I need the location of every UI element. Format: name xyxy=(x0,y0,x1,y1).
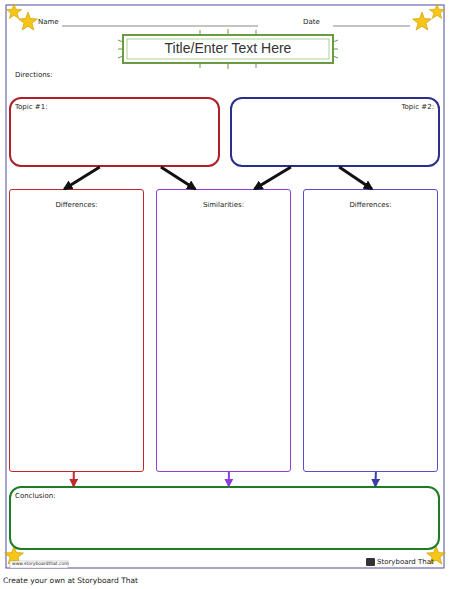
box-heading: Topic #1: xyxy=(15,103,48,111)
box-heading: Differences: xyxy=(304,201,437,209)
corner-stars xyxy=(5,4,446,564)
connector-arrow xyxy=(374,472,377,486)
topic-box: Topic #2: xyxy=(230,97,440,167)
connector-arrow xyxy=(228,472,230,486)
name-line xyxy=(62,26,258,27)
box-heading: Topic #2: xyxy=(401,103,434,111)
connector-arrow xyxy=(339,167,372,189)
directions-label: Directions: xyxy=(15,71,53,79)
field-label: Name xyxy=(38,18,59,26)
logo-watermark: Storyboard That xyxy=(377,558,434,566)
field-label: Date xyxy=(303,18,320,26)
worksheet-title: Title/Enter Text Here xyxy=(123,40,333,56)
differences-column: Differences: xyxy=(303,189,438,472)
connector-arrow xyxy=(161,167,195,189)
box-heading: Conclusion: xyxy=(15,492,56,500)
differences-column: Differences: xyxy=(9,189,144,472)
connector-arrow xyxy=(255,167,291,189)
connector-arrow xyxy=(64,167,99,189)
logo-icon xyxy=(366,558,375,566)
page-border xyxy=(6,5,444,568)
box-heading: Similarities: xyxy=(157,201,290,209)
conclusion-box: Conclusion: xyxy=(9,486,440,550)
date-line xyxy=(333,26,410,27)
url-box xyxy=(10,561,68,568)
box-heading: Differences: xyxy=(10,201,143,209)
website-watermark: www.storyboardthat.com xyxy=(12,561,69,566)
topic-box: Topic #1: xyxy=(9,97,220,167)
similarities-column: Similarities: xyxy=(156,189,291,472)
credit-line: Create your own at Storyboard That xyxy=(3,576,138,585)
title-banner xyxy=(118,29,338,69)
connector-arrow xyxy=(73,472,75,486)
